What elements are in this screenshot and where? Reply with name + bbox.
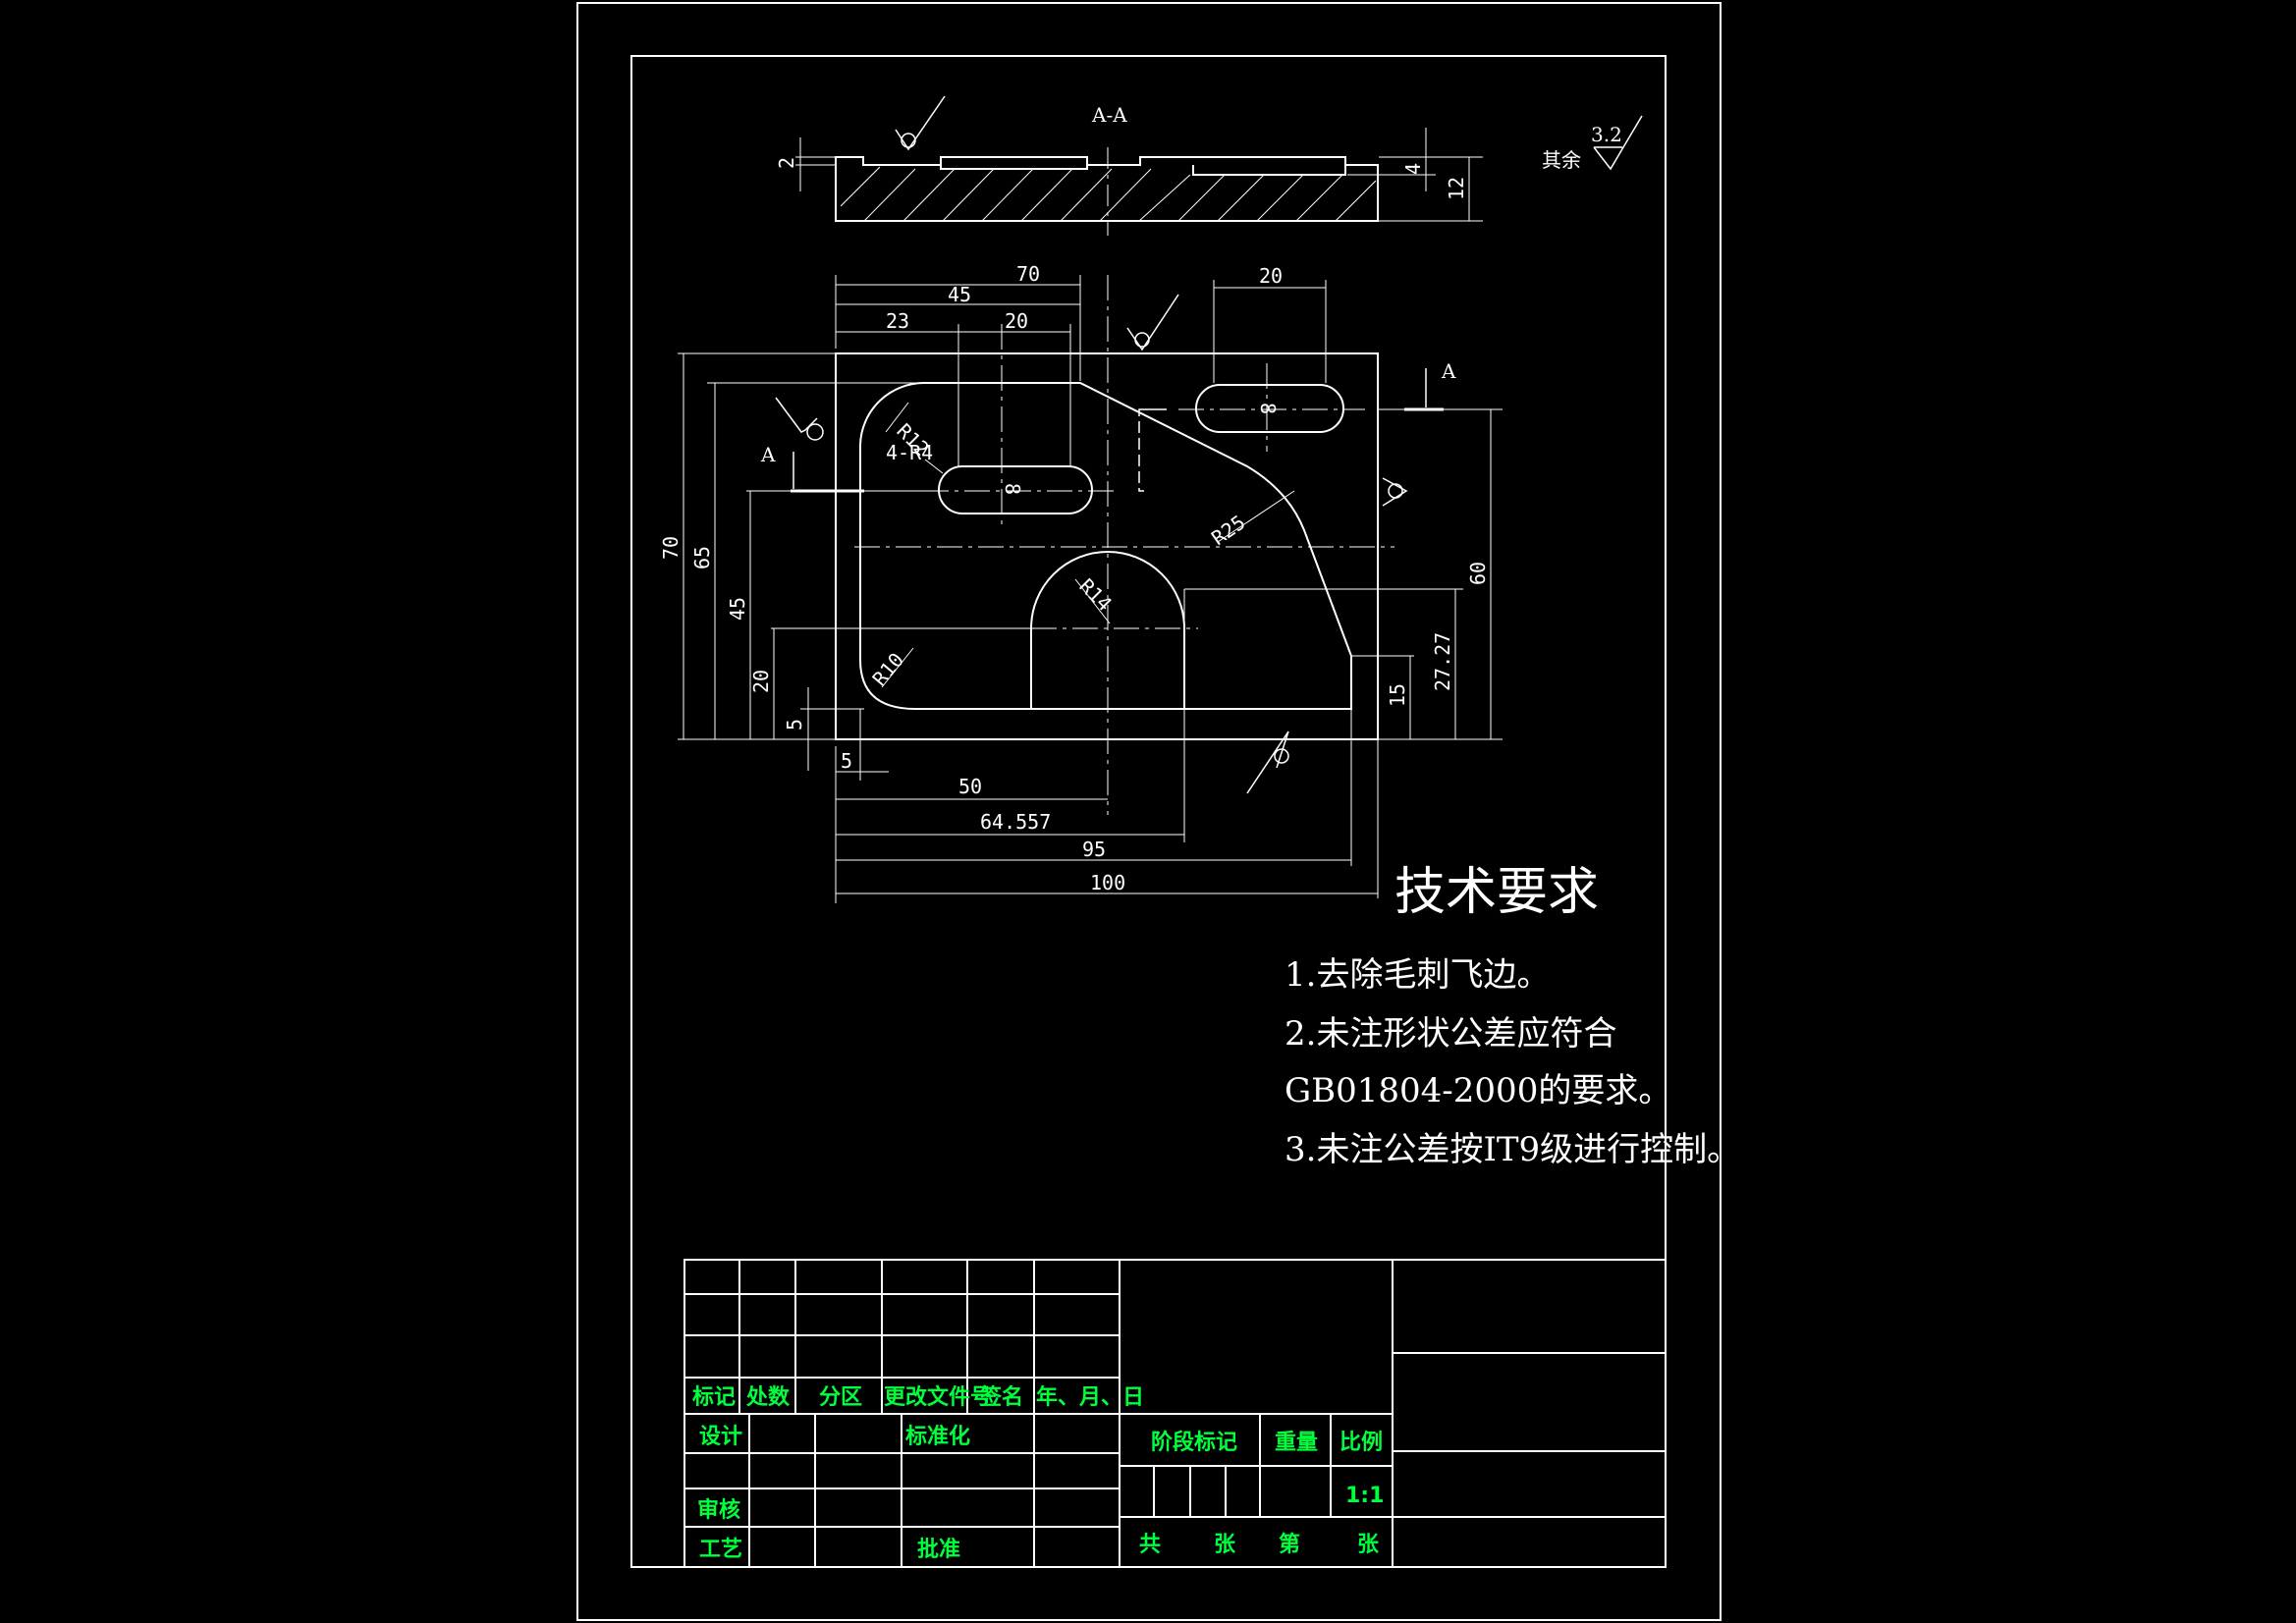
dim-r2727: 27.27 [1431, 632, 1454, 691]
tech-req-item-3: GB01804-2000的要求。 [1285, 1071, 1671, 1110]
tb-approve: 批准 [917, 1538, 960, 1562]
tech-req-heading: 技术要求 [1394, 863, 1599, 922]
dim-s4: 4 [1401, 163, 1425, 175]
main-view [791, 275, 1444, 815]
tech-req-item-2: 2.未注形状公差应符合 [1285, 1014, 1616, 1054]
tb-sheets: 张 [1214, 1533, 1236, 1557]
dim-h100: 100 [1090, 871, 1125, 894]
dimension-texts: 70 45 23 20 20 R12 4-R4 R25 R14 R10 8 8 … [659, 157, 1490, 894]
tb-review: 审核 [697, 1497, 740, 1523]
tb-scale-value: 1:1 [1345, 1484, 1384, 1508]
tech-req-item-4: 3.未注公差按IT9级进行控制。 [1285, 1130, 1740, 1169]
outer-frame [576, 2, 1722, 1621]
dim-45: 45 [948, 283, 971, 306]
dim-r15: 15 [1386, 683, 1409, 707]
tb-header-signature: 签名 [979, 1384, 1023, 1410]
dim-r60: 60 [1466, 562, 1490, 585]
dim-4-r4: 4-R4 [886, 441, 933, 464]
dim-slot-8-right: 8 [1256, 403, 1280, 414]
tb-header-zone: 分区 [819, 1385, 862, 1410]
view-labels: A-A A A 其余 3.2 [760, 103, 1622, 466]
tb-stage-mark: 阶段标记 [1151, 1430, 1237, 1455]
tb-standardize: 标准化 [905, 1424, 970, 1449]
tb-sheet: 张 [1357, 1533, 1380, 1557]
dim-r10: R10 [867, 648, 908, 690]
tb-process: 工艺 [699, 1537, 742, 1562]
tb-header-date: 年、月、日 [1036, 1384, 1144, 1410]
tb-header-count: 处数 [745, 1384, 791, 1410]
dim-70-top: 70 [1016, 262, 1040, 286]
dim-v70: 70 [659, 536, 683, 560]
dim-v5: 5 [783, 719, 806, 730]
dim-r25: R25 [1207, 511, 1249, 550]
dim-v65: 65 [690, 546, 714, 569]
dim-23: 23 [886, 309, 909, 333]
dim-v45: 45 [726, 597, 749, 621]
tb-header-mark: 标记 [692, 1384, 736, 1410]
dim-slot-8-left: 8 [1001, 483, 1024, 495]
tb-scale-label: 比例 [1339, 1431, 1383, 1455]
title-block [683, 1259, 1667, 1568]
section-title: A-A [1091, 103, 1127, 127]
dim-s2: 2 [775, 157, 798, 169]
section-view [795, 128, 1483, 236]
dim-h5: 5 [841, 749, 852, 773]
dim-h64557: 64.557 [980, 810, 1051, 834]
inner-frame [630, 55, 1667, 1568]
tb-total: 共 [1139, 1533, 1161, 1557]
dim-h50: 50 [958, 775, 982, 798]
tb-header-change-doc: 更改文件号 [884, 1384, 992, 1410]
dim-20-mid: 20 [1005, 309, 1028, 333]
dim-r14: R14 [1074, 574, 1117, 617]
tb-design: 设计 [699, 1425, 742, 1449]
dim-h95: 95 [1082, 838, 1106, 861]
section-mark-left: A [760, 443, 776, 466]
roughness-symbols [775, 95, 1643, 794]
dimension-lines [678, 275, 1503, 903]
roughness-rest-label: 其余 [1542, 148, 1581, 172]
dim-s12: 12 [1445, 177, 1468, 200]
section-mark-right: A [1441, 359, 1456, 383]
tb-weight: 重量 [1275, 1431, 1318, 1455]
dim-20-right: 20 [1259, 264, 1283, 288]
roughness-value: 3.2 [1591, 123, 1622, 146]
title-block-texts: 标记 处数 分区 更改文件号 签名 年、月、日 设计 标准化 审核 工艺 批准 … [692, 1384, 1384, 1562]
tech-req-item-1: 1.去除毛刺飞边。 [1285, 955, 1550, 995]
dim-v20: 20 [749, 670, 773, 693]
technical-requirements: 技术要求 1.去除毛刺飞边。 2.未注形状公差应符合 GB01804-2000的… [1285, 863, 1740, 1169]
tb-no: 第 [1279, 1532, 1300, 1557]
